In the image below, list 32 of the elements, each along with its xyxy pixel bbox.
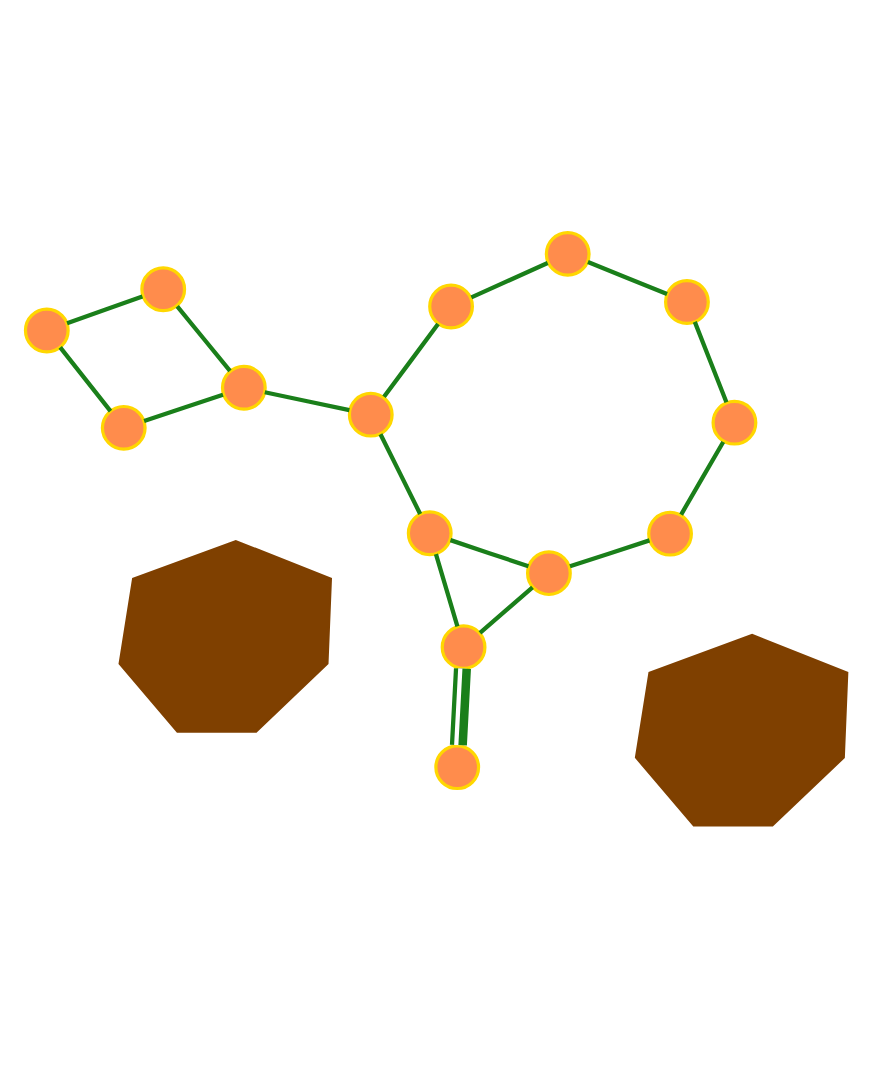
node-circle xyxy=(664,278,710,324)
connector xyxy=(433,552,460,626)
connector xyxy=(143,391,224,423)
node-circle xyxy=(406,509,453,556)
node-circle xyxy=(544,229,591,276)
node-circle xyxy=(711,398,758,445)
connector xyxy=(478,584,534,634)
connector xyxy=(449,537,530,568)
connector xyxy=(569,537,651,568)
connector xyxy=(175,304,232,372)
node-circle xyxy=(140,265,187,312)
connector xyxy=(66,293,144,325)
connector xyxy=(692,320,729,403)
node-circle xyxy=(434,743,481,790)
node-circle xyxy=(100,403,147,450)
connector xyxy=(587,259,668,295)
connector xyxy=(264,389,350,412)
connector xyxy=(679,439,726,515)
node-circle xyxy=(526,549,572,596)
node-circle xyxy=(347,390,394,437)
connector xyxy=(382,321,440,398)
node-circle xyxy=(23,306,70,353)
connector xyxy=(470,260,549,299)
connector xyxy=(378,432,423,514)
node-polygon xyxy=(118,538,332,732)
node-circle xyxy=(428,282,474,329)
node-polygon xyxy=(634,632,849,826)
node-circle xyxy=(220,363,267,410)
node-circle xyxy=(440,623,487,670)
connector xyxy=(58,345,113,412)
connector xyxy=(449,667,471,745)
node-circle xyxy=(647,509,693,556)
